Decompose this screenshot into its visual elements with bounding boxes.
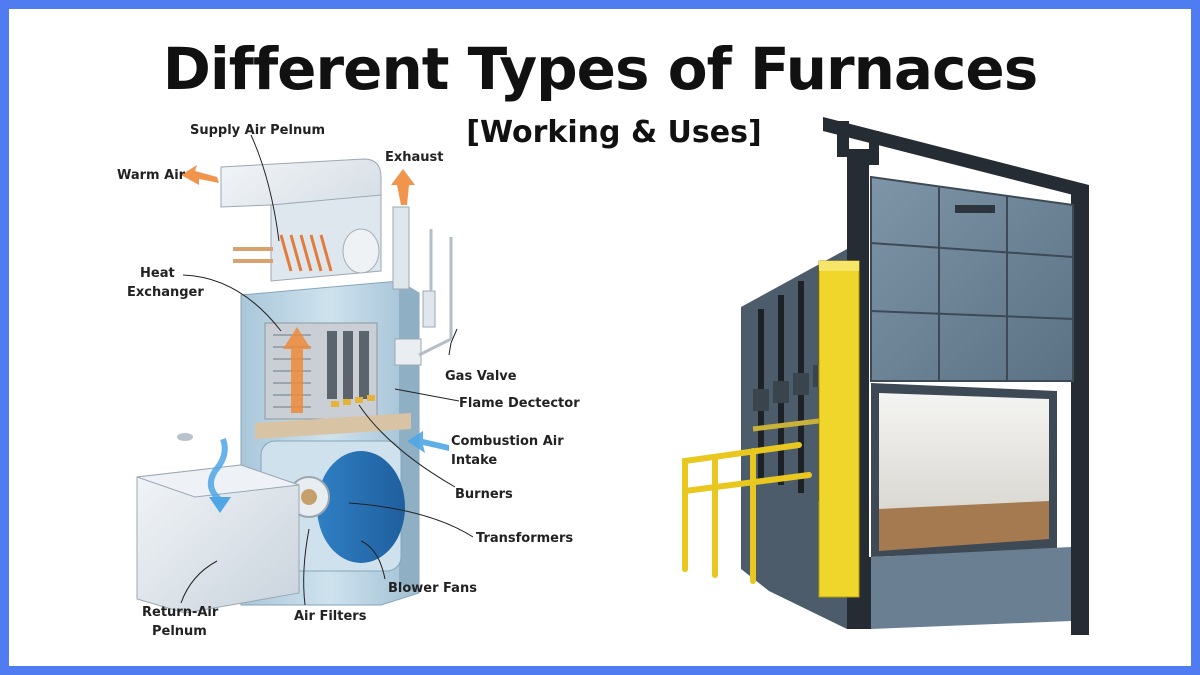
yellow-door-column <box>818 260 860 598</box>
plenum-fan <box>342 228 380 274</box>
safety-railing <box>682 442 812 584</box>
label-exhaust: Exhaust <box>385 150 444 165</box>
chamber-hearth <box>879 501 1049 551</box>
gas-valve-box <box>394 338 422 366</box>
label-warm-air: Warm Air <box>117 168 186 183</box>
page-title: Different Types of Furnaces <box>162 35 1039 103</box>
label-gas-valve: Gas Valve <box>445 369 517 384</box>
label-supply-air-plenum: Supply Air Pelnum <box>190 123 325 138</box>
frame-column-right <box>1071 189 1089 635</box>
label-air-filters: Air Filters <box>294 609 367 624</box>
industrial-furnace-illustration <box>682 117 1089 635</box>
label-return-air-line2: Pelnum <box>152 624 207 639</box>
label-burners: Burners <box>455 487 513 502</box>
combustion-air-arrow <box>407 431 449 453</box>
page-subtitle: [Working & Uses] <box>466 115 762 150</box>
furnace-door <box>870 175 1074 382</box>
top-frame <box>823 117 1089 199</box>
residential-furnace-illustration <box>136 158 453 614</box>
leader-lines <box>180 134 474 606</box>
label-heat-exchanger-line2: Exchanger <box>127 285 204 300</box>
return-air-arrow <box>209 497 231 513</box>
label-combustion-air-line1: Combustion Air <box>451 434 564 449</box>
label-flame-detector: Flame Dectector <box>459 396 580 411</box>
label-heat-exchanger-line1: Heat <box>140 266 175 281</box>
heat-arrow <box>283 327 311 413</box>
label-combustion-air-line2: Intake <box>451 453 498 468</box>
label-blower-fans: Blower Fans <box>388 581 477 596</box>
burner-row <box>331 395 375 407</box>
exhaust-flue <box>392 206 410 290</box>
illustrations <box>136 117 1089 635</box>
label-return-air-line1: Return-Air <box>142 605 219 620</box>
plenum-coil <box>279 234 333 272</box>
exhaust-arrow <box>391 169 415 205</box>
blower-fan <box>317 451 405 563</box>
label-transformers: Transformers <box>476 531 574 546</box>
